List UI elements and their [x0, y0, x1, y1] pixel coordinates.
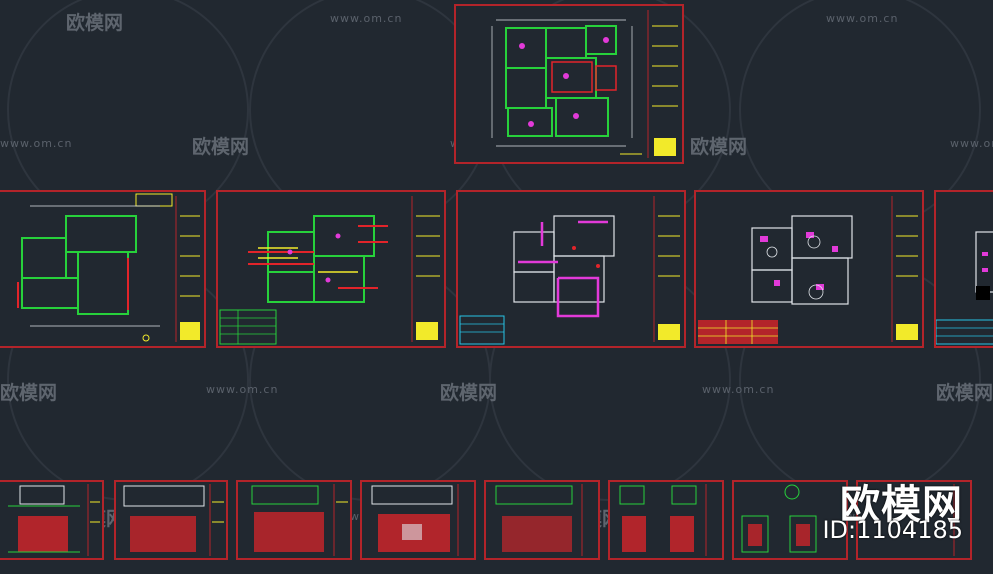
drawing-sheet-plan-5[interactable]	[934, 190, 993, 348]
drawing-sheet-elevation-8[interactable]	[856, 480, 972, 560]
watermark-logo: 欧模网	[0, 382, 58, 404]
brand-overlay-id: ID:1104185	[822, 516, 963, 544]
watermark-logo: 欧模网	[440, 382, 498, 404]
elevation-drawing	[741, 484, 817, 553]
elevation-drawing	[495, 484, 583, 556]
watermark-url: www.om.cn	[702, 383, 775, 396]
floor-plan-drawing	[459, 196, 680, 345]
watermark-url: www.om.cn	[826, 12, 899, 25]
drawing-sheet-elevation-5[interactable]	[484, 480, 600, 560]
floor-plan-drawing	[935, 231, 993, 345]
drawing-sheet-plan-4[interactable]	[694, 190, 924, 348]
elevation-drawing	[953, 484, 955, 556]
elevation-drawing	[123, 484, 224, 556]
drawing-sheet-elevation-3[interactable]	[236, 480, 352, 560]
floor-plan-drawing	[491, 10, 678, 158]
drawing-sheet-elevation-7[interactable]	[732, 480, 848, 560]
drawing-sheet-plan-2[interactable]	[216, 190, 446, 348]
drawing-sheet-elevation-1[interactable]	[0, 480, 104, 560]
drawing-sheet-plan-3[interactable]	[456, 190, 686, 348]
watermark-logo: 欧模网	[936, 382, 993, 404]
elevation-drawing	[251, 484, 348, 556]
floor-plan-drawing	[17, 193, 200, 342]
watermark-url: www.om.cn	[206, 383, 279, 396]
floor-plan-drawing	[219, 196, 440, 345]
elevation-drawing	[371, 484, 459, 556]
watermark-url: www.om.cn	[950, 137, 993, 150]
drawing-sheet-elevation-4[interactable]	[360, 480, 476, 560]
elevation-drawing	[619, 484, 707, 556]
drawing-sheet-plan-1[interactable]	[0, 190, 206, 348]
floor-plan-drawing	[698, 196, 918, 344]
watermark-url: www.om.cn	[0, 137, 73, 150]
drawing-sheet-floor-plan-top[interactable]	[454, 4, 684, 164]
watermark-logo: 欧模网	[192, 136, 250, 158]
watermark-url: www.om.cn	[330, 12, 403, 25]
elevation-drawing	[8, 484, 100, 556]
drawing-sheet-elevation-6[interactable]	[608, 480, 724, 560]
watermark-logo: 欧模网	[66, 12, 124, 34]
drawing-sheet-elevation-2[interactable]	[114, 480, 228, 560]
watermark-logo: 欧模网	[690, 136, 748, 158]
brand-overlay-logo: 欧模网	[840, 482, 963, 528]
